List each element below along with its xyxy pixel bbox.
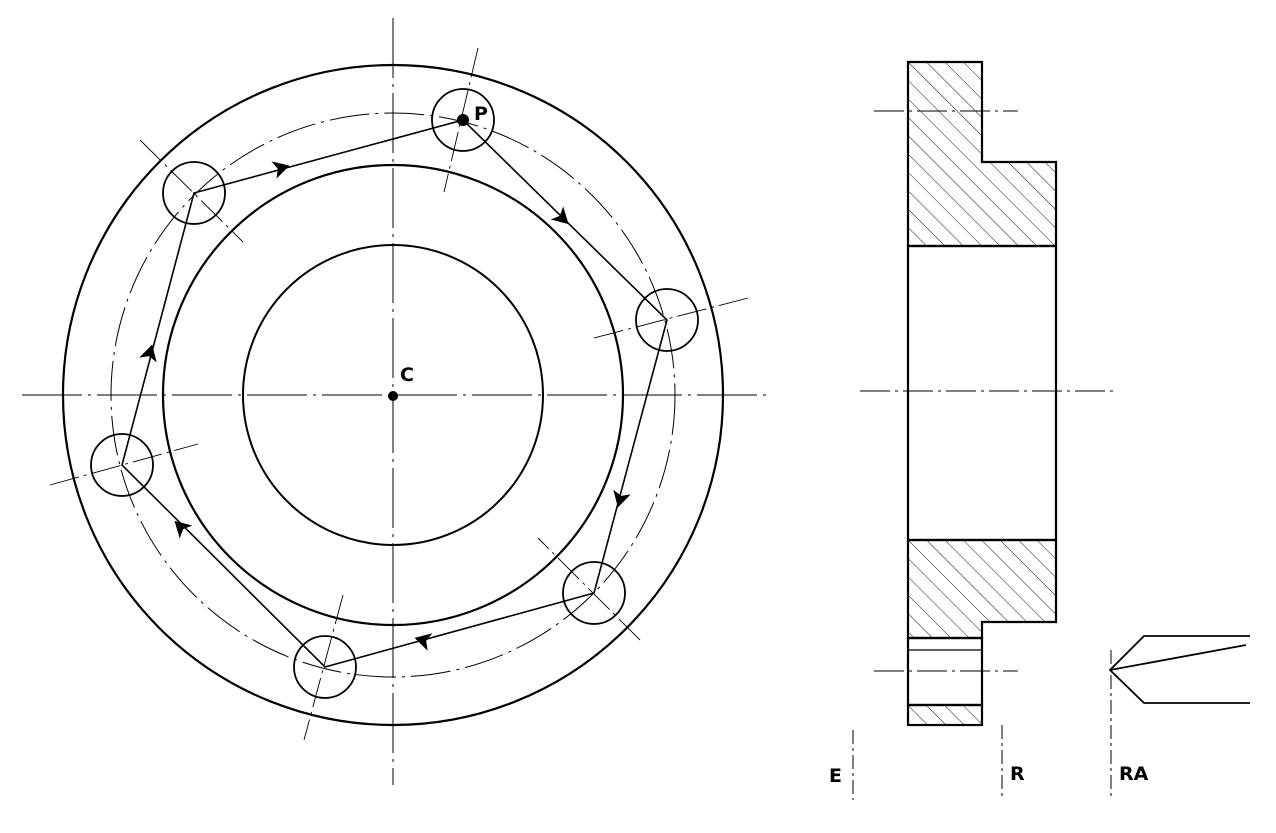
center-label: C (400, 364, 414, 386)
bolt-hole (162, 161, 226, 225)
hub-circle (161, 163, 625, 627)
plane-e-label: E (829, 765, 842, 787)
arrow-icon (139, 161, 631, 651)
hole-centerlines (49, 47, 749, 741)
bolt-holes (90, 88, 699, 699)
bolt-hole (293, 635, 357, 699)
section-bottom-strip (906, 703, 984, 727)
flange-outer-circle (61, 63, 725, 727)
center-point (388, 391, 398, 401)
section-view (860, 60, 1118, 727)
section-lower (906, 538, 1058, 640)
bore-circle (242, 244, 544, 546)
plane-ra-label: RA (1119, 763, 1149, 785)
bolt-circle (110, 112, 676, 678)
bolt-hole (635, 288, 699, 352)
section-bore (906, 244, 1058, 542)
plane-r-label: R (1010, 763, 1025, 785)
front-view: C P (22, 18, 770, 785)
section-upper (906, 60, 1058, 248)
start-point (457, 114, 469, 126)
bolt-hole (562, 561, 626, 625)
bolt-hole (90, 433, 154, 497)
section-bolt-hole (906, 636, 984, 707)
hole-label: P (474, 103, 488, 125)
tool-path (121, 119, 668, 668)
reference-planes (852, 650, 1112, 800)
drill-tool-icon (1108, 635, 1250, 704)
bolt-hole (431, 88, 495, 152)
